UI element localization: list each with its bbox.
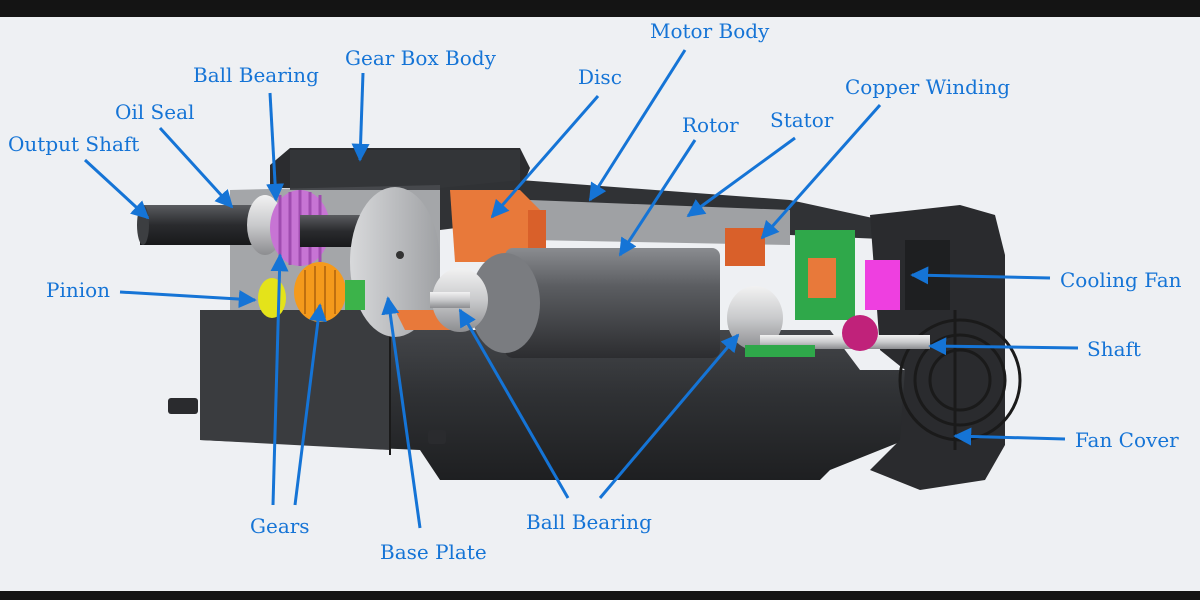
- arrow-motor-body: [588, 49, 687, 202]
- arrow-copper-winding: [760, 104, 882, 240]
- label-fan-cover: Fan Cover: [1075, 428, 1179, 452]
- arrow-gears-1: [270, 253, 289, 506]
- label-ball-bearing-bottom: Ball Bearing: [526, 510, 652, 534]
- arrow-pinion: [119, 290, 257, 309]
- arrow-gears-2: [293, 303, 327, 506]
- arrow-disc: [490, 95, 600, 219]
- arrow-rotor: [618, 139, 697, 257]
- arrow-ball-bearing-top: [266, 92, 285, 202]
- label-disc: Disc: [578, 65, 622, 89]
- label-ball-bearing-top: Ball Bearing: [193, 63, 319, 87]
- label-base-plate: Base Plate: [380, 540, 487, 564]
- arrow-ball-bearing-bottom-2: [598, 333, 740, 499]
- arrow-ball-bearing-bottom-1: [458, 308, 570, 499]
- label-oil-seal: Oil Seal: [115, 100, 195, 124]
- arrow-stator: [686, 136, 796, 218]
- label-motor-body: Motor Body: [650, 19, 770, 43]
- label-output-shaft: Output Shaft: [8, 132, 140, 156]
- arrow-shaft: [928, 337, 1079, 356]
- arrow-cooling-fan: [910, 266, 1051, 285]
- label-shaft: Shaft: [1087, 337, 1141, 361]
- label-gear-box-body: Gear Box Body: [345, 46, 496, 70]
- arrow-output-shaft: [83, 158, 150, 220]
- label-cooling-fan: Cooling Fan: [1060, 268, 1182, 292]
- label-stator: Stator: [770, 108, 834, 132]
- label-copper-winding: Copper Winding: [845, 75, 1011, 99]
- arrow-fan-cover: [953, 427, 1066, 446]
- arrow-oil-seal: [158, 126, 234, 209]
- arrow-gear-box-body: [351, 72, 370, 162]
- label-gears: Gears: [250, 514, 310, 538]
- arrow-base-plate: [381, 296, 422, 529]
- label-rotor: Rotor: [682, 113, 739, 137]
- label-pinion: Pinion: [46, 278, 111, 302]
